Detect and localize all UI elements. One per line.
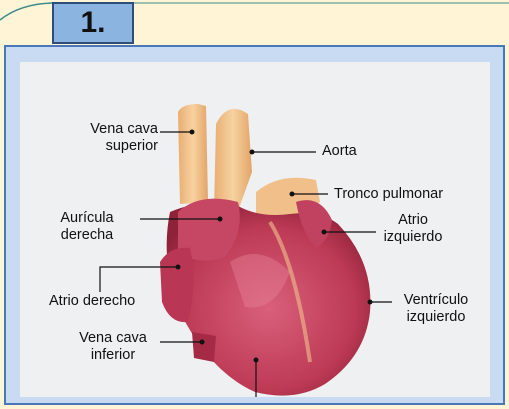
label-vena-cava-inferior-line1: Vena cava: [68, 330, 158, 347]
label-vena-cava-superior: Vena cava superior: [68, 121, 158, 155]
label-vena-cava-inferior-line2: inferior: [68, 347, 158, 364]
label-auricula-derecha-line1: Aurícula: [42, 210, 132, 227]
label-ventriculo-izquierdo-line1: Ventrículo: [396, 292, 476, 309]
right-atrium: [160, 248, 194, 322]
vena-cava-inferior-vessel: [192, 332, 216, 362]
label-tronco-pulmonar: Tronco pulmonar: [334, 186, 443, 203]
label-vena-cava-superior-line1: Vena cava: [68, 121, 158, 138]
slide-number-badge: 1.: [52, 2, 134, 44]
label-atrio-izquierdo: Atrio izquierdo: [378, 212, 448, 246]
label-atrio-derecho: Atrio derecho: [49, 293, 135, 310]
slide-number: 1.: [80, 6, 105, 40]
label-aorta: Aorta: [322, 143, 357, 160]
label-auricula-derecha-line2: derecha: [42, 227, 132, 244]
label-atrio-izquierdo-line1: Atrio: [378, 212, 448, 229]
heart-diagram: Vena cava superior Aorta Tronco pulmonar…: [20, 62, 490, 397]
vena-cava-superior-vessel: [178, 104, 208, 204]
label-auricula-derecha: Aurícula derecha: [42, 210, 132, 244]
label-ventriculo-izquierdo-line2: izquierdo: [396, 309, 476, 326]
label-ventriculo-izquierdo: Ventrículo izquierdo: [396, 292, 476, 326]
label-atrio-izquierdo-line2: izquierdo: [378, 229, 448, 246]
label-vena-cava-inferior: Vena cava inferior: [68, 330, 158, 364]
label-vena-cava-superior-line2: superior: [68, 138, 158, 155]
